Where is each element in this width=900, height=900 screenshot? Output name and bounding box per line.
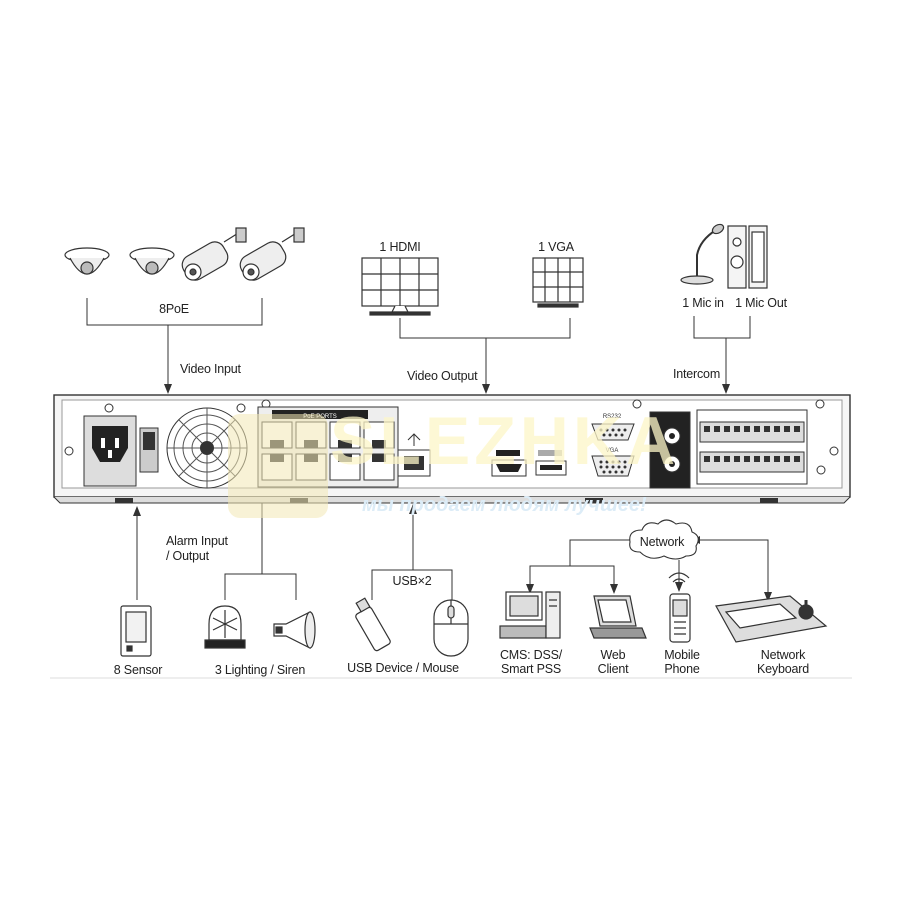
network-keyboard-icon <box>715 595 828 643</box>
vga-monitor-icon <box>532 257 584 308</box>
lan-port-icon <box>397 433 431 477</box>
bullet-camera-icon <box>181 227 247 281</box>
mouse-icon <box>433 599 469 657</box>
siren-icon <box>273 611 316 649</box>
alarm-terminal-block <box>696 409 808 485</box>
network-label: Network <box>639 535 685 549</box>
mobile-phone-label-line2: Phone <box>664 662 700 676</box>
poe-label: 8PoE <box>159 302 189 316</box>
sensor-icon <box>120 605 152 657</box>
alarm-io-label-line2: / Output <box>166 549 209 563</box>
laptop-icon <box>589 595 647 639</box>
sensor-label: 8 Sensor <box>113 663 163 677</box>
wifi-signal-icon <box>668 572 690 583</box>
mobile-phone-label-line1: Mobile <box>664 648 700 662</box>
mic-in-label: 1 Mic in <box>682 296 724 310</box>
alarm-line <box>224 500 297 600</box>
vga-port-text: VGA <box>606 448 619 454</box>
web-client-label-line2: Client <box>597 662 629 676</box>
usb-stick-icon <box>355 597 391 652</box>
alarm-light-icon <box>204 605 246 649</box>
network-line <box>529 539 769 598</box>
vga-label: 1 VGA <box>538 240 574 254</box>
web-client-label-line1: Web <box>600 648 626 662</box>
usb-device-mouse-label: USB Device / Mouse <box>347 661 459 675</box>
nvr-rear-panel <box>53 394 851 504</box>
poe-bracket <box>86 298 263 326</box>
poe-ports-text: PoE PORTS <box>303 414 337 420</box>
alarm-io-label-line1: Alarm Input <box>166 534 228 548</box>
mobile-phone-icon <box>669 593 691 643</box>
speaker-icon <box>727 225 768 289</box>
cms-label-line2: Smart PSS <box>500 662 562 676</box>
network-cloud-icon <box>629 519 699 560</box>
network-keyboard-label-line2: Keyboard <box>757 662 809 676</box>
rs232-port-icon <box>591 423 635 441</box>
vga-port-icon <box>591 455 635 477</box>
hdmi-monitor-icon <box>361 257 439 316</box>
intercom-label: Intercom <box>673 367 721 381</box>
lighting-siren-label: 3 Lighting / Siren <box>214 663 306 677</box>
network-keyboard-label-line1: Network <box>760 648 806 662</box>
rs232-text: RS232 <box>603 414 622 420</box>
mic-out-label: 1 Mic Out <box>735 296 787 310</box>
hdmi-port-icon <box>491 450 527 477</box>
video-output-label: Video Output <box>407 369 478 383</box>
video-output-bracket <box>399 318 571 339</box>
bullet-camera-icon <box>239 227 305 281</box>
intercom-bracket <box>693 316 751 339</box>
fan-grill-icon <box>166 407 248 489</box>
usb-x2-label: USB×2 <box>392 574 432 588</box>
desktop-pc-icon <box>499 591 561 639</box>
dome-camera-icon <box>64 247 110 275</box>
usb-port-icon <box>535 450 567 476</box>
dome-camera-icon <box>129 247 175 275</box>
audio-port-block <box>649 411 691 489</box>
usb-line <box>371 506 453 600</box>
hdmi-label: 1 HDMI <box>379 240 421 254</box>
cms-label-line1: CMS: DSS/ <box>499 648 563 662</box>
video-input-label: Video Input <box>180 362 241 376</box>
power-socket-icon <box>83 415 137 487</box>
microphone-icon <box>680 223 725 285</box>
